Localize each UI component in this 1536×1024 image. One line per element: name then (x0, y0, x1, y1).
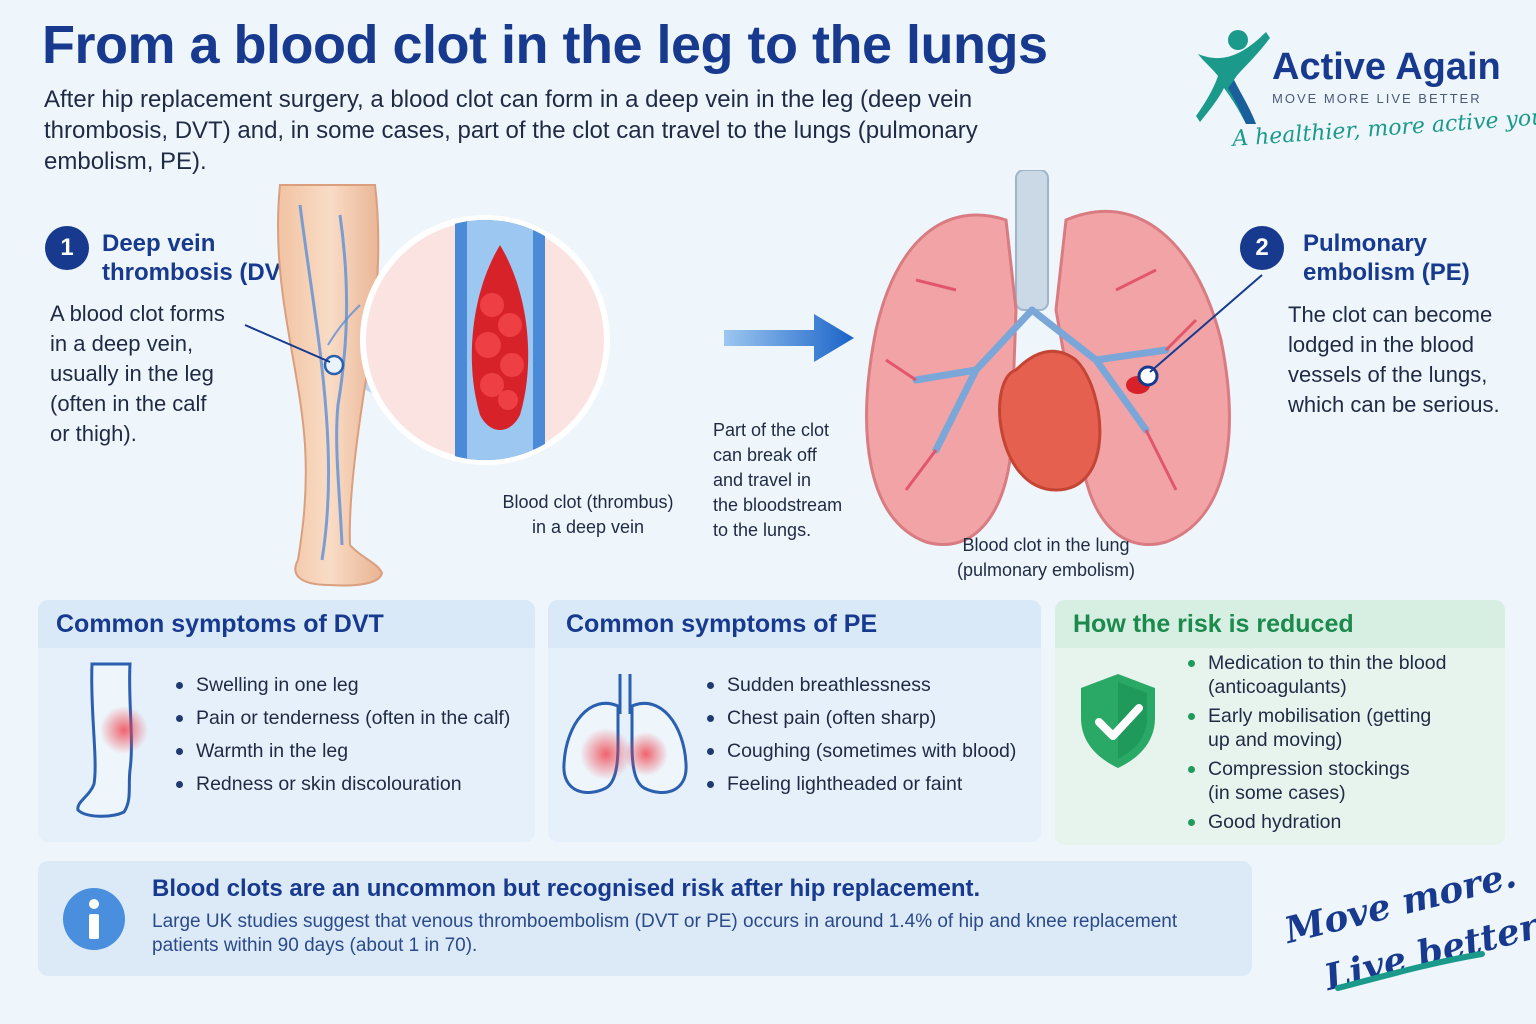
risk-reduction-panel: How the risk is reduced Medication to th… (1055, 600, 1505, 845)
shield-check-icon (1081, 674, 1155, 768)
dvt-panel-title: Common symptoms of DVT (38, 600, 535, 648)
pe-panel-title: Common symptoms of PE (548, 600, 1041, 648)
lungs-illustration (865, 170, 1231, 546)
dvt-symptoms-panel: Common symptoms of DVT Swelling in one l… (38, 600, 535, 842)
brush-underline-icon (1335, 951, 1485, 991)
clot-caption: Blood clot (thrombus) in a deep vein (502, 492, 674, 537)
list-item: Good hydration (1186, 810, 1447, 834)
list-item: Feeling lightheaded or faint (705, 772, 1016, 796)
step-1-badge: 1 (45, 226, 89, 270)
info-body: Large UK studies suggest that venous thr… (152, 911, 1178, 956)
info-icon (63, 888, 125, 950)
list-item: Swelling in one leg (174, 673, 510, 697)
list-item: Coughing (sometimes with blood) (705, 739, 1016, 763)
active-again-logo-icon (1196, 30, 1270, 124)
brand-name: Active Again (1272, 46, 1501, 88)
lung-clot-caption: Blood clot in the lung (pulmonary emboli… (956, 535, 1136, 580)
info-title: Blood clots are an uncommon but recognis… (152, 875, 981, 902)
arrow-right-icon (724, 314, 854, 362)
info-banner (38, 861, 1252, 976)
leg-illustration (277, 184, 610, 587)
list-item: Medication to thin the blood (anticoagul… (1186, 651, 1447, 699)
leg-outline-icon (76, 662, 148, 818)
pe-symptom-list: Sudden breathlessness Chest pain (often … (705, 673, 1016, 805)
pe-symptoms-panel: Common symptoms of PE Sudden breathlessn… (548, 600, 1041, 842)
risk-reduction-list: Medication to thin the blood (anticoagul… (1186, 651, 1447, 839)
list-item: Redness or skin discolouration (174, 772, 510, 796)
step-2-badge: 2 (1240, 226, 1284, 270)
step-2-description: The clot can become lodged in the blood … (1288, 302, 1500, 417)
clot-travel-caption: Part of the clot can break off and trave… (713, 420, 843, 540)
list-item: Early mobilisation (getting up and movin… (1186, 704, 1447, 752)
intro-text: After hip replacement surgery, a blood c… (44, 86, 978, 175)
step-2-title: Pulmonary embolism (PE) (1303, 230, 1470, 286)
list-item: Warmth in the leg (174, 739, 510, 763)
page-title: From a blood clot in the leg to the lung… (42, 15, 1048, 75)
risk-panel-title: How the risk is reduced (1055, 600, 1505, 648)
list-item: Pain or tenderness (often in the calf) (174, 706, 510, 730)
list-item: Chest pain (often sharp) (705, 706, 1016, 730)
step-1-description: A blood clot forms in a deep vein, usual… (50, 301, 225, 446)
lungs-outline-icon (562, 674, 688, 794)
list-item: Sudden breathlessness (705, 673, 1016, 697)
brand-tagline: MOVE MORE LIVE BETTER (1272, 91, 1482, 106)
dvt-symptom-list: Swelling in one leg Pain or tenderness (… (174, 673, 510, 805)
list-item: Compression stockings (in some cases) (1186, 757, 1447, 805)
